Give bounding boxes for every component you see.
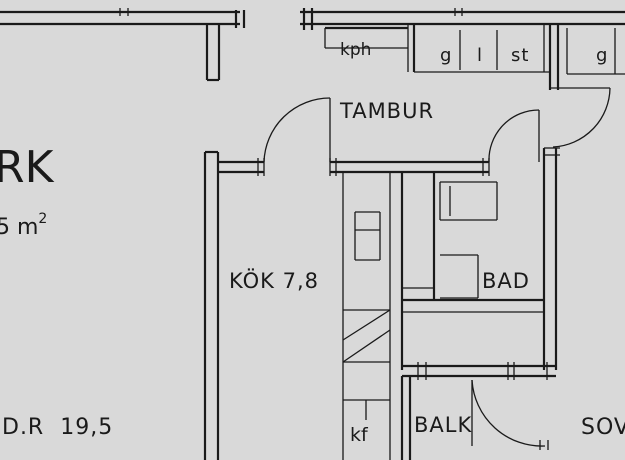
label-sov: SOV: [581, 415, 625, 440]
cabinet-row: [324, 24, 625, 90]
door-swings: [263, 87, 611, 447]
label-area: 5 m2: [0, 211, 47, 240]
label-kph: kph: [340, 40, 371, 60]
label-g2: g: [596, 45, 608, 66]
top-walls: [0, 8, 625, 30]
label-dr: D.R 19,5: [2, 415, 113, 440]
label-area-sup: 2: [38, 211, 47, 227]
interior-walls: [203, 147, 560, 460]
label-rk: RK: [0, 142, 55, 193]
label-tambur: TAMBUR: [339, 99, 434, 123]
label-area-value: 5 m: [0, 215, 38, 240]
bathroom-block: [400, 171, 556, 460]
label-l: l: [477, 45, 483, 66]
label-balk: BALK: [414, 413, 472, 437]
kitchen-counter: [342, 172, 391, 460]
label-bad: BAD: [482, 269, 530, 293]
label-kf: kf: [350, 424, 369, 446]
label-g1: g: [440, 45, 452, 66]
upper-left-wall: [205, 24, 221, 82]
label-kok: KÖK 7,8: [229, 268, 319, 293]
label-st: st: [511, 45, 529, 66]
